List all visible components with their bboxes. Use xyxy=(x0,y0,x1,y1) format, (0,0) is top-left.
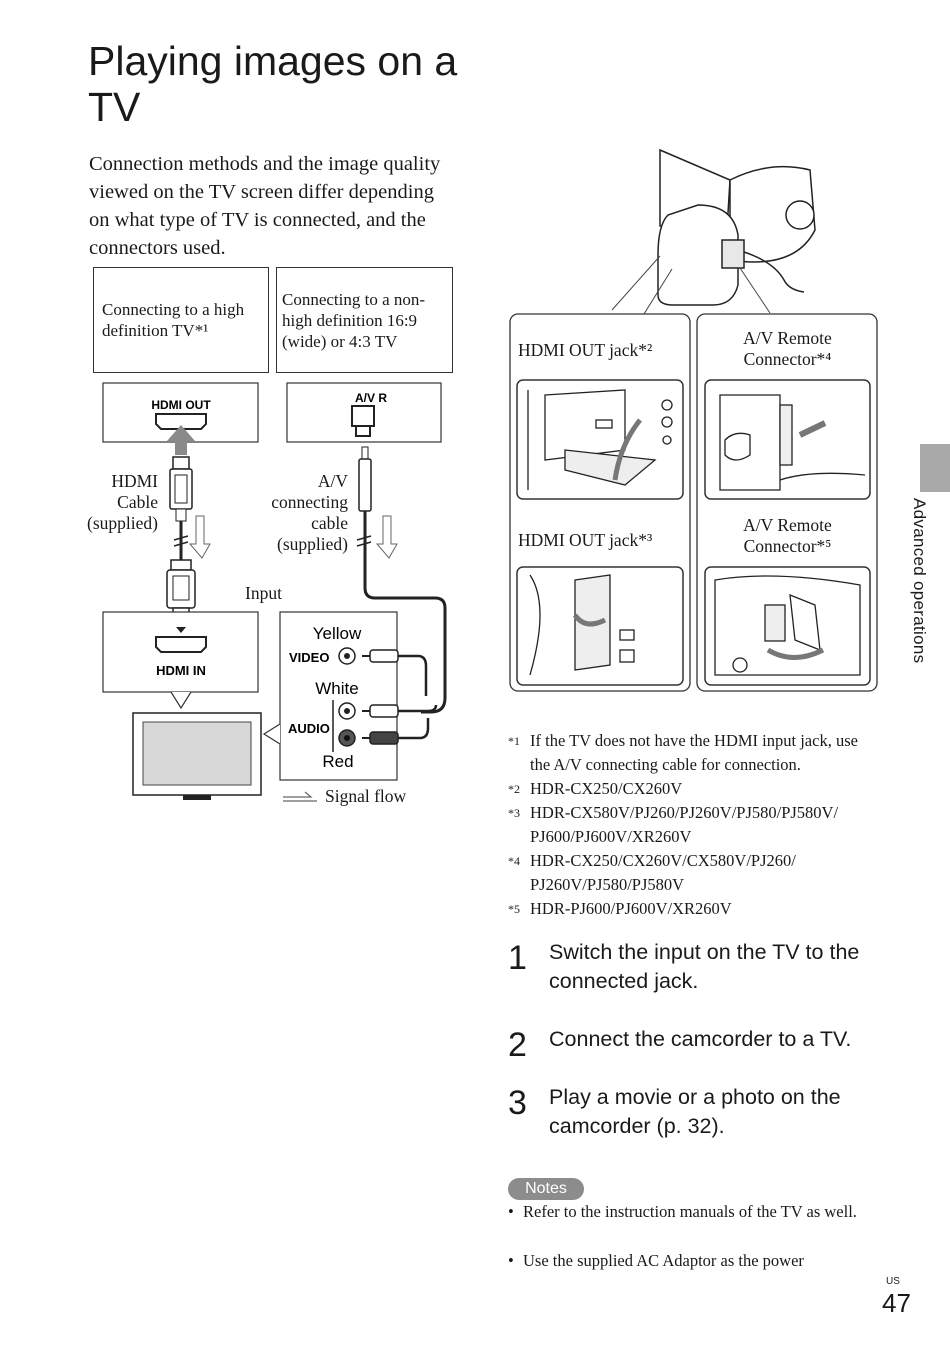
side-tab: Advanced operations xyxy=(903,498,933,698)
av-cable-icon xyxy=(363,587,447,714)
intro-paragraph: Connection methods and the image quality… xyxy=(89,153,441,259)
step-number-2: 2 xyxy=(508,1026,527,1064)
av-remote-port-icon xyxy=(351,405,375,437)
notes-badge: Notes xyxy=(508,1178,584,1200)
note-item: •Refer to the instruction manuals of the… xyxy=(508,1200,857,1248)
bullet-icon: • xyxy=(508,1251,514,1270)
red-label: Red xyxy=(322,752,353,771)
step-number-1: 1 xyxy=(508,939,527,977)
bullet-icon: • xyxy=(508,1202,514,1221)
non-hd-tv-box: Connecting to a non-high definition 16:9… xyxy=(276,267,453,373)
step-text-1: Switch the input on the TV to the connec… xyxy=(549,940,860,993)
yellow-label: Yellow xyxy=(313,624,362,643)
audio-label: AUDIO xyxy=(288,721,330,736)
page-title: Playing images on a TV xyxy=(88,38,458,130)
up-arrow-icon xyxy=(167,425,195,455)
av-remote-label-5: A/V Remote Connector*⁵ xyxy=(743,515,832,556)
hdmi-port-icon xyxy=(155,413,207,430)
av-remote-label-4: A/V Remote Connector*⁴ xyxy=(743,328,832,369)
camcorder-icon xyxy=(611,148,816,315)
hdmi-out-label: HDMI OUT xyxy=(151,398,211,412)
note-item: •Use the supplied AC Adaptor as the powe… xyxy=(508,1249,853,1273)
hdmi-out-jack-label-2: HDMI OUT jack*² xyxy=(518,340,653,360)
hd-tv-box: Connecting to a high definition TV*¹ xyxy=(93,267,269,373)
av-cable-label: A/V connecting cable (supplied) xyxy=(271,471,348,554)
av-input-box xyxy=(279,611,398,781)
rca-plugs-icon xyxy=(362,649,438,745)
camcorder-diagram xyxy=(509,148,878,692)
hdmi-in-label: HDMI IN xyxy=(156,663,206,678)
connection-diagram: HDMI OUT HDMI IN A/V R Yellow VIDEO Whit… xyxy=(102,382,447,802)
side-tab-marker xyxy=(920,444,950,492)
page-number: 47 xyxy=(882,1288,911,1318)
step-text-2: Connect the camcorder to a TV. xyxy=(549,1027,852,1051)
region-code: US xyxy=(886,1276,900,1287)
av-r-label: A/V R xyxy=(355,391,387,405)
step-number-3: 3 xyxy=(508,1084,527,1122)
video-label: VIDEO xyxy=(289,650,329,665)
step-text-3: Play a movie or a photo on the camcorder… xyxy=(549,1085,841,1138)
hd-tv-box-label: Connecting to a high definition TV*¹ xyxy=(102,300,245,340)
signal-flow-icon xyxy=(283,791,317,802)
av-plug-icon xyxy=(358,458,372,512)
input-label: Input xyxy=(245,583,282,603)
side-tab-label: Advanced operations xyxy=(910,498,929,664)
hdmi-out-jack-label-3: HDMI OUT jack*³ xyxy=(518,530,653,550)
white-label: White xyxy=(315,679,358,698)
hdmi-cable-label: HDMI Cable (supplied) xyxy=(87,471,158,533)
signal-flow-label: Signal flow xyxy=(325,786,407,806)
non-hd-tv-box-label: Connecting to a non-high definition 16:9… xyxy=(282,289,426,351)
